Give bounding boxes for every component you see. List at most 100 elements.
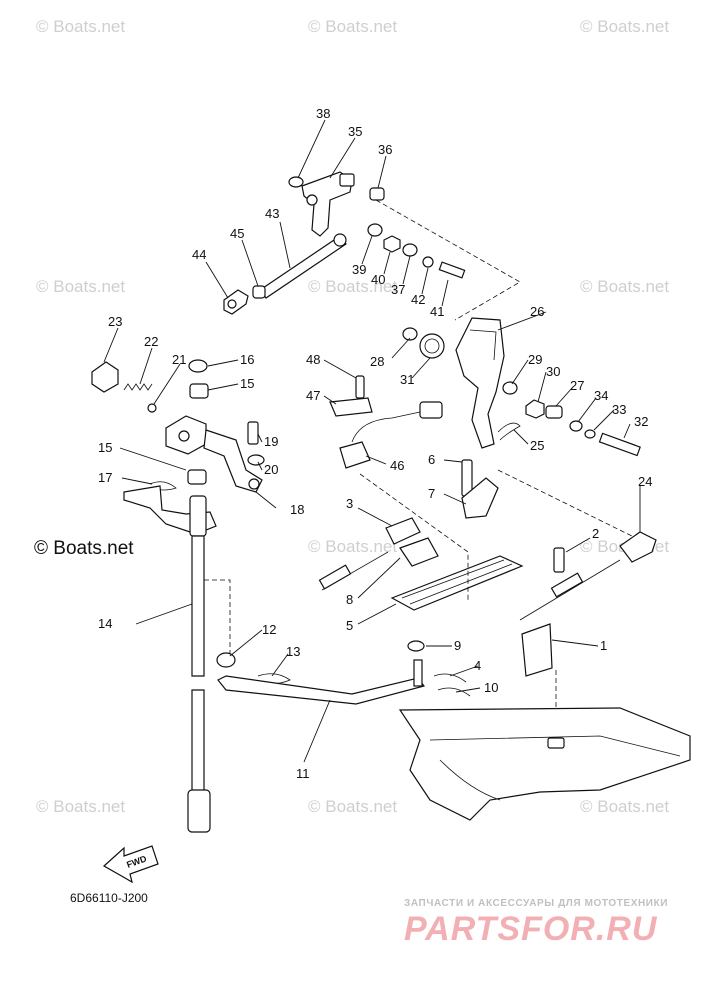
callout-6: 6 [428, 452, 435, 467]
housing-bore [178, 430, 190, 442]
callout-38: 38 [316, 106, 330, 121]
slider-block [399, 537, 439, 567]
connector [419, 401, 443, 419]
fwd-arrow-icon [102, 845, 159, 884]
ball-joint-socket [227, 299, 237, 309]
bushing [187, 469, 207, 485]
callout-13: 13 [286, 644, 300, 659]
callout-12: 12 [262, 622, 276, 637]
bracket [461, 477, 499, 519]
bolt [598, 432, 641, 457]
cable-end-joint [619, 531, 657, 563]
washer [407, 640, 425, 652]
lever [203, 429, 263, 493]
bolt [553, 547, 565, 573]
shaft-head [189, 495, 207, 537]
ball [147, 403, 157, 413]
nut [383, 235, 401, 253]
callout-31: 31 [400, 372, 414, 387]
engine-block [398, 707, 691, 821]
bolt [247, 421, 259, 445]
watermark: © Boats.net [36, 17, 125, 36]
washer [422, 256, 434, 268]
upper-linkage [223, 171, 521, 321]
lower-linkage [216, 652, 471, 705]
callout-20: 20 [264, 462, 278, 477]
cable-sleeve [318, 564, 352, 590]
throttle-lever [455, 317, 505, 449]
lever-edge [469, 329, 497, 361]
throttle-cable [519, 559, 621, 621]
callout-35: 35 [348, 124, 362, 139]
bushing [402, 243, 418, 257]
callout-46: 46 [390, 458, 404, 473]
washer [288, 176, 304, 188]
callout-2: 2 [592, 526, 599, 541]
cable-bracket [521, 623, 553, 677]
callout-33: 33 [612, 402, 626, 417]
callout-47: 47 [306, 388, 320, 403]
callout-40: 40 [371, 272, 385, 287]
link-rod [217, 675, 426, 705]
clip [433, 673, 467, 683]
torsion-spring [419, 333, 445, 359]
callout-16: 16 [240, 352, 254, 367]
torsion-spring-inner [424, 338, 440, 354]
leader-lines [103, 119, 641, 763]
guide-line [359, 473, 469, 600]
bolt [438, 261, 466, 279]
spring [123, 383, 153, 391]
watermark: © Boats.net [580, 277, 669, 296]
callout-1: 1 [600, 638, 607, 653]
callout-36: 36 [378, 142, 392, 157]
callout-22: 22 [144, 334, 158, 349]
nut [525, 399, 545, 419]
callout-23: 23 [108, 314, 122, 329]
bracket [329, 397, 373, 417]
callout-15-lower: 15 [98, 440, 112, 455]
callout-43: 43 [265, 206, 279, 221]
callout-26: 26 [530, 304, 544, 319]
callout-15-upper: 15 [240, 376, 254, 391]
casting-edge [429, 735, 681, 757]
left-cluster [91, 359, 265, 833]
callout-39: 39 [352, 262, 366, 277]
neutral-switch [339, 441, 371, 469]
callout-3: 3 [346, 496, 353, 511]
right-cluster [402, 317, 657, 563]
watermark: © Boats.net [36, 277, 125, 296]
callout-4: 4 [474, 658, 481, 673]
callout-45: 45 [230, 226, 244, 241]
callout-28: 28 [370, 354, 384, 369]
callout-19: 19 [264, 434, 278, 449]
callout-17: 17 [98, 470, 112, 485]
bushing [189, 383, 209, 399]
callout-10: 10 [484, 680, 498, 695]
callout-42: 42 [411, 292, 425, 307]
watermark: © Boats.net [308, 17, 397, 36]
callout-8: 8 [346, 592, 353, 607]
callout-32: 32 [634, 414, 648, 429]
callout-34: 34 [594, 388, 608, 403]
watermark: © Boats.net [580, 797, 669, 816]
switch-lead [351, 411, 421, 443]
washer [367, 223, 383, 237]
washer [402, 327, 418, 341]
guide-line [204, 579, 231, 656]
rod-end [333, 233, 347, 247]
slider-groove [401, 559, 513, 605]
shaft-end [187, 789, 211, 833]
callout-30: 30 [546, 364, 560, 379]
guide-line [375, 199, 521, 321]
callout-29: 29 [528, 352, 542, 367]
engine-casting [398, 707, 691, 821]
callout-44: 44 [192, 247, 206, 262]
brand-logo: PARTSFOR.RU [404, 910, 658, 948]
callout-41: 41 [430, 304, 444, 319]
mount-boss [547, 737, 565, 749]
cable-sleeve [550, 572, 584, 598]
washer [188, 359, 208, 373]
callout-37: 37 [391, 282, 405, 297]
